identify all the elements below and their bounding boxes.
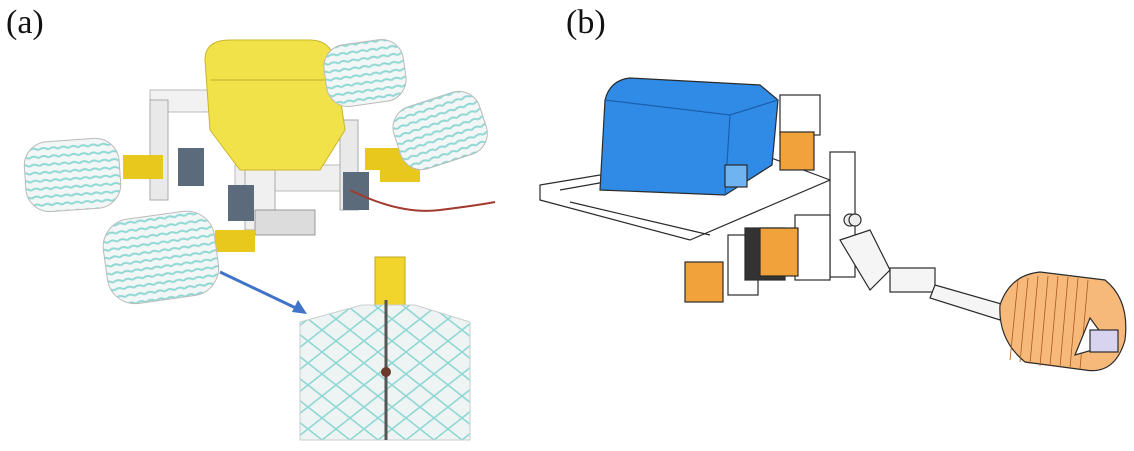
panel-label-b: (b) (566, 4, 606, 41)
cable (349, 189, 496, 212)
robot-photo (23, 39, 496, 441)
cad-body-shell (599, 77, 779, 196)
arrow (219, 270, 307, 314)
cad-exploded-view (539, 77, 1127, 372)
cad-linkage (839, 213, 1006, 321)
origami-wheels (23, 39, 488, 305)
cad-origami-wheel (999, 271, 1127, 372)
robot-body (204, 39, 346, 171)
panel-label-a: (a) (6, 4, 44, 41)
servo-motors (178, 148, 369, 221)
cad-servo-motors (684, 131, 815, 303)
unfolded-wheel-sheet (299, 256, 471, 441)
